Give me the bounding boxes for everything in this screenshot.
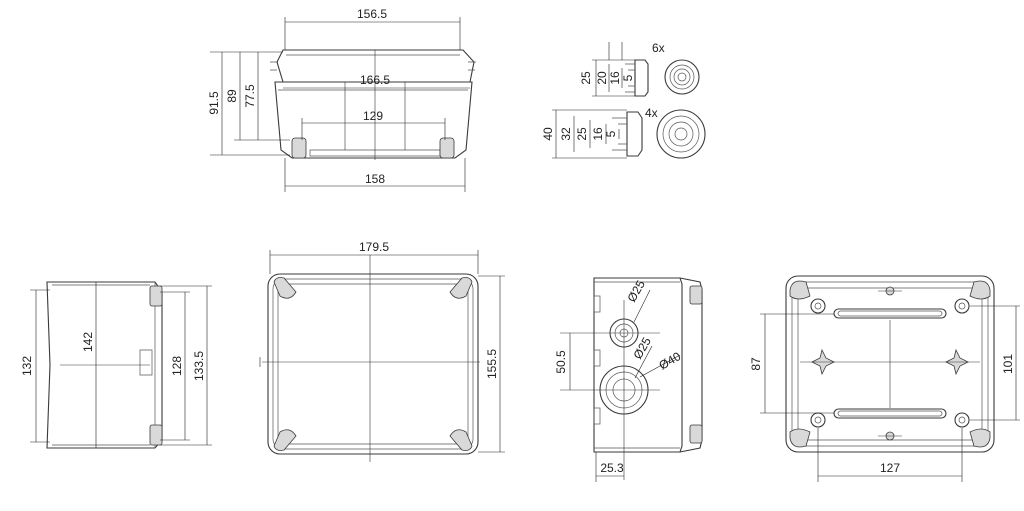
- top-view: 156.5 166.5 129 158 91.5 89 77.5: [207, 7, 476, 192]
- bottom-101: 101: [1001, 354, 1015, 374]
- bottom-87: 87: [749, 357, 763, 371]
- gland-large-25: 25: [575, 127, 589, 141]
- gland-large-40: 40: [541, 127, 555, 141]
- end-50-5: 50.5: [554, 350, 568, 374]
- gland-small-16: 16: [608, 71, 622, 85]
- gland-small-5: 5: [621, 74, 635, 81]
- end-d25-b: Ø25: [630, 335, 654, 362]
- gland-small-20: 20: [595, 71, 609, 85]
- bottom-127: 127: [880, 461, 900, 475]
- side-view: 132 142 128 133.5: [20, 281, 212, 449]
- dim-side-128: 128: [170, 356, 184, 376]
- gland-large-5: 5: [604, 130, 618, 137]
- bottom-view: 87 101 127: [749, 275, 1020, 482]
- front-view: 179.5 155.5: [259, 240, 505, 462]
- end-25-3: 25.3: [600, 461, 624, 475]
- dim-top-width: 156.5: [357, 7, 387, 21]
- gland-large-detail: 4x 40 32 25 16 5: [541, 106, 706, 159]
- dim-top-bottom-width: 158: [365, 172, 385, 186]
- dim-side-133-5: 133.5: [192, 351, 206, 381]
- dim-left-h1: 91.5: [207, 91, 221, 115]
- gland-large-32: 32: [559, 127, 573, 141]
- dim-side-142: 142: [81, 332, 95, 352]
- dim-left-h3: 77.5: [243, 84, 257, 108]
- dim-side-132: 132: [20, 356, 34, 376]
- dim-left-h2: 89: [225, 89, 239, 103]
- end-view: Ø25 Ø25 Ø40 50.5 25.3: [554, 277, 703, 482]
- dim-front-height: 155.5: [485, 349, 499, 379]
- end-d40: Ø40: [657, 349, 684, 373]
- gland-small-25: 25: [579, 71, 593, 85]
- gland-small-qty: 6x: [652, 41, 665, 55]
- gland-large-qty: 4x: [645, 106, 658, 120]
- dim-top-mid-width: 166.5: [360, 73, 390, 87]
- gland-large-16: 16: [591, 127, 605, 141]
- dim-top-inner: 129: [363, 109, 383, 123]
- gland-small-detail: 6x 25 20 16 5: [579, 41, 700, 97]
- dim-front-width: 179.5: [359, 240, 389, 254]
